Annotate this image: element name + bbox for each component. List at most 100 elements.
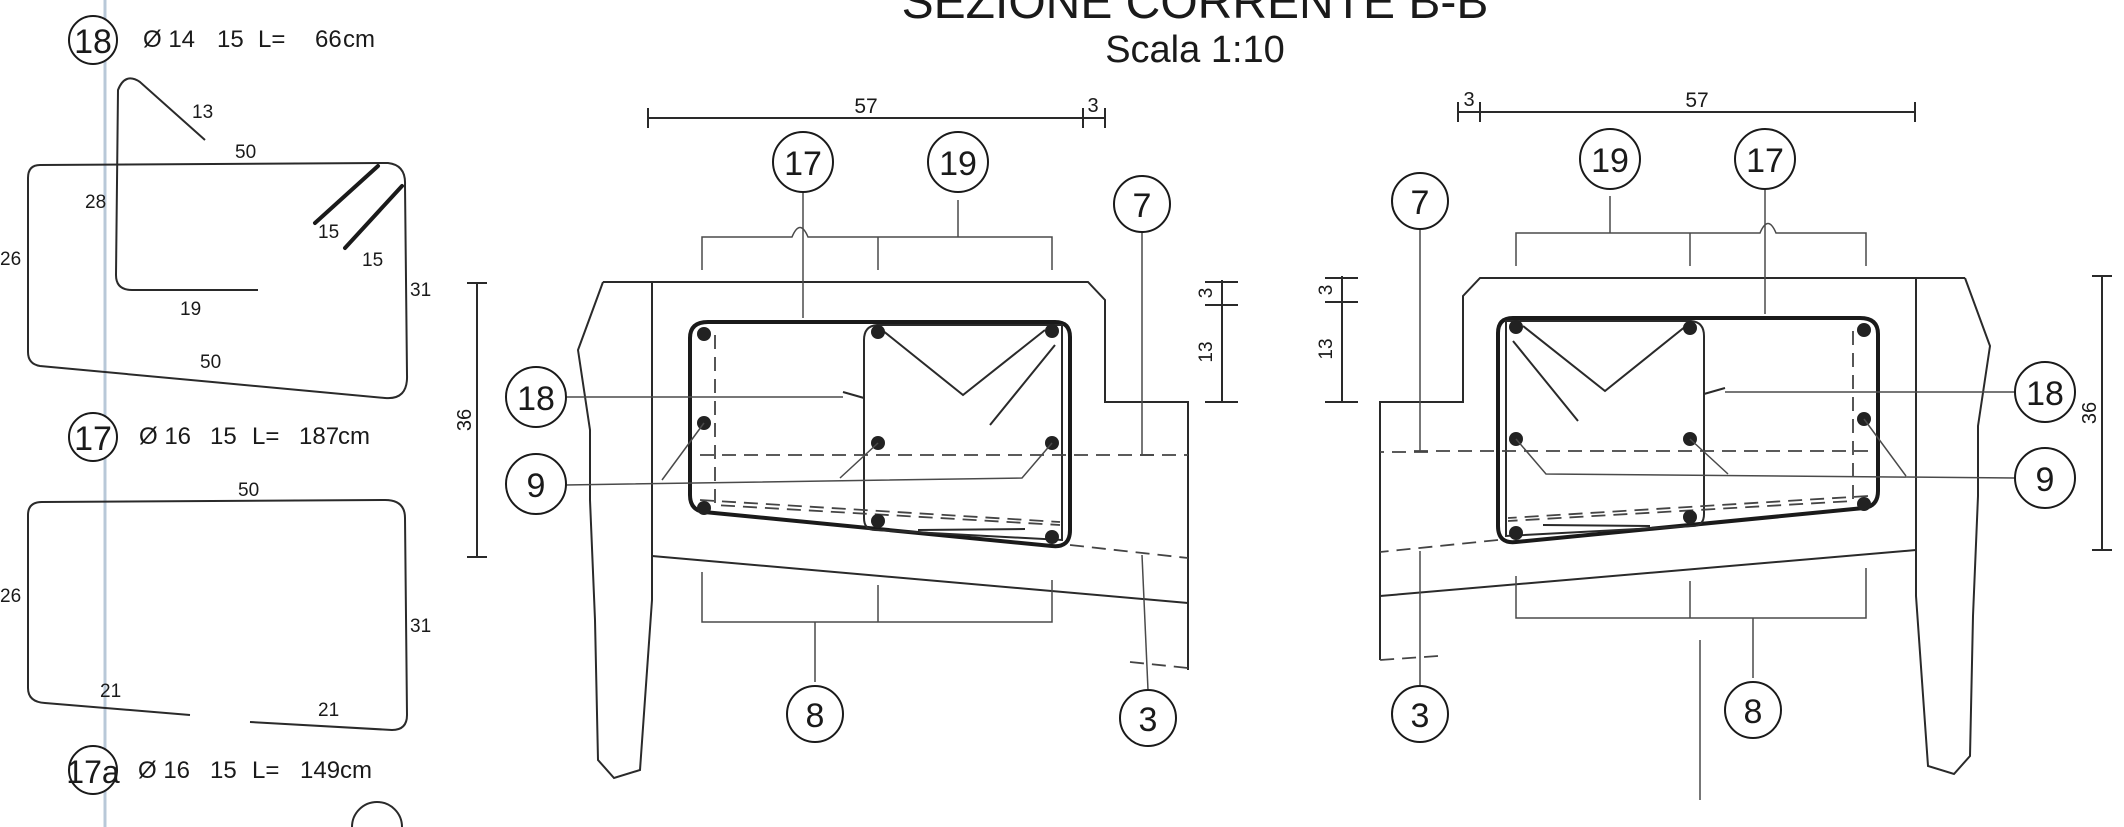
- bar-dim-18-c: 28: [85, 192, 106, 213]
- bar-shape-18-hook-b: [343, 184, 404, 250]
- callout-left-3-text: 3: [1139, 701, 1158, 739]
- callout-left-7-text: 7: [1133, 187, 1152, 225]
- concrete-line: [1069, 544, 1189, 559]
- bar-mark-line: [1542, 524, 1651, 527]
- concrete-line: [1129, 661, 1189, 669]
- bar-schedule-17: 17 Ø 16 15 L= 187 cm 50 26 31 21 21: [0, 412, 431, 732]
- section-right: 3 57 36 3 13: [1316, 89, 2112, 800]
- callout-right-19: 19: [1579, 128, 1641, 190]
- bar-length-value-17: 187: [299, 423, 339, 450]
- stirrup-17-right: [1496, 316, 1880, 545]
- bar-length-label-17: L=: [252, 423, 279, 450]
- stirrup-17-left: [688, 320, 1072, 549]
- callout-right-9-text: 9: [2036, 461, 2055, 499]
- rebar-dot: [1045, 530, 1059, 544]
- bar-length-value-18: 66: [315, 26, 342, 53]
- rebar-dot: [871, 325, 885, 339]
- rebar-dot: [1509, 320, 1523, 334]
- rebar-dot: [1509, 526, 1523, 540]
- bar-dim-18-b: 50: [235, 142, 256, 163]
- dim-right-side-3: 3: [1316, 285, 1337, 296]
- section-left: 57 3 36 3 13: [454, 95, 1238, 780]
- callout-left-3: 3: [1119, 689, 1177, 747]
- drawing-scale: Scala 1:10: [1105, 29, 1285, 71]
- callout-right-7-text: 7: [1411, 184, 1430, 222]
- callout-right-8: 8: [1724, 681, 1782, 739]
- bar-dim-17-e: 21: [318, 700, 339, 721]
- leader-3-left: [1141, 554, 1149, 691]
- bar-shape-18-hook-a: [313, 164, 380, 225]
- callout-right-18: 18: [2014, 361, 2076, 423]
- dim-left-side-13: 13: [1196, 341, 1217, 362]
- bar-mark-bubble-18: [68, 15, 118, 65]
- drawing-title: SEZIONE CORRENTE B-B: [902, 0, 1489, 29]
- callout-left-8: 8: [786, 685, 844, 743]
- callout-left-18-text: 18: [517, 380, 555, 418]
- callout-left-17-text: 17: [784, 145, 822, 183]
- rebar-dot: [1683, 321, 1697, 335]
- stirrup-19-left: [863, 324, 1063, 542]
- bar-diameter-17: Ø 16: [139, 423, 191, 450]
- concrete-outline-right: [1379, 277, 1992, 776]
- dim-right-top-3: 3: [1463, 89, 1474, 111]
- bar-dim-17-d: 21: [100, 681, 121, 702]
- leader-9-left: [564, 422, 1053, 486]
- callout-right-3-text: 3: [1411, 697, 1430, 735]
- rebar-dot: [1683, 510, 1697, 524]
- tie-18-right: [1512, 325, 1687, 422]
- bar-dim-17-c: 31: [410, 616, 431, 637]
- bar-mark-line: [917, 528, 1026, 531]
- rebar-dot: [697, 327, 711, 341]
- bar-mark-17a: 17a: [66, 754, 120, 790]
- rebar-dot: [871, 514, 885, 528]
- dashed-inner-right: [1408, 331, 1869, 522]
- bar-dim-18-d: 26: [0, 249, 21, 270]
- bar-schedule-18: 18 Ø 14 15 L= 66 cm 13 50 28 26 15 15 31…: [0, 15, 431, 400]
- callout-right-18-text: 18: [2026, 375, 2064, 413]
- bar-dim-17-b: 26: [0, 586, 21, 607]
- dashed-inner-left: [699, 335, 1160, 526]
- callout-left-7: 7: [1113, 175, 1171, 233]
- stirrup-19-right: [1505, 320, 1705, 538]
- bar-length-label-17a: L=: [252, 757, 279, 784]
- dim-left-top-3: 3: [1087, 95, 1098, 117]
- callout-left-8-text: 8: [806, 697, 825, 735]
- bar-shape-18-frame: [27, 161, 409, 400]
- callout-left-19: 19: [927, 131, 989, 193]
- dim-left-height: 36: [454, 409, 476, 431]
- brace-right-bottom: [1515, 568, 1867, 678]
- bar-dim-18-g: 31: [410, 280, 431, 301]
- rebar-dot: [1857, 323, 1871, 337]
- rebar-dot: [1857, 497, 1871, 511]
- concrete-line: [1379, 539, 1499, 553]
- concrete-line: [1379, 655, 1439, 661]
- bar-shape-18-hook: [114, 77, 258, 291]
- bar-length-value-17a: 149: [300, 757, 340, 784]
- bar-dim-17-a: 50: [238, 480, 259, 501]
- bar-dim-18-a: 13: [192, 102, 213, 123]
- callout-left-17: 17: [772, 131, 834, 193]
- bar-mark-line: [1703, 387, 1726, 395]
- brace-left-top: [701, 200, 1053, 270]
- concrete-outline-left: [576, 281, 1189, 780]
- concrete-line: [651, 555, 1189, 604]
- callout-right-17: 17: [1734, 128, 1796, 190]
- callout-left-9: 9: [505, 453, 567, 515]
- dim-right-top-57: 57: [1685, 89, 1708, 112]
- bar-count-18: 15: [217, 26, 244, 53]
- bar-length-unit-18: cm: [343, 26, 375, 53]
- bar-shape-17: [27, 498, 409, 732]
- leader-9-right: [1515, 418, 2016, 479]
- callout-left-18: 18: [505, 366, 567, 428]
- bar-length-unit-17: cm: [338, 423, 370, 450]
- concrete-line: [1379, 549, 1917, 597]
- callout-right-9: 9: [2014, 447, 2076, 509]
- bar-diameter-17a: Ø 16: [138, 757, 190, 784]
- bar-mark-bubble-17: [68, 412, 118, 462]
- rebar-dot: [697, 501, 711, 515]
- callout-right-3: 3: [1391, 685, 1449, 743]
- bar-diameter-18: Ø 14: [143, 26, 195, 53]
- brace-left-bottom: [701, 572, 1053, 682]
- dim-right-height: 36: [2079, 402, 2101, 424]
